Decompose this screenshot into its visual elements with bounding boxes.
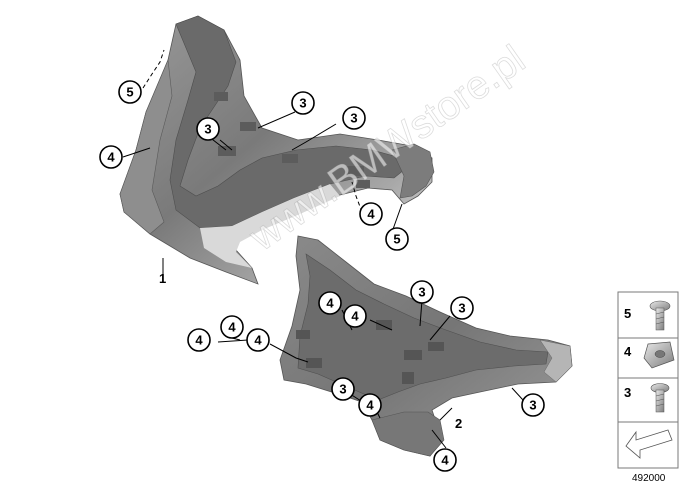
direction-arrow-icon: [625, 429, 673, 459]
callout-number: 4: [107, 150, 115, 165]
callout-3: 3: [342, 106, 366, 130]
callout-circle: [291, 91, 315, 115]
callout-circle: [450, 296, 474, 320]
callout-4: 4: [433, 448, 457, 472]
callout-4: 4: [358, 393, 382, 417]
legend-number: 5: [624, 306, 631, 321]
legend-frame: [617, 291, 679, 469]
callout-3: 3: [331, 377, 355, 401]
lower-trim-lip: [371, 411, 445, 457]
callout-number: 4: [195, 333, 203, 348]
callout-3: 3: [521, 393, 545, 417]
lower-trim-panel: [279, 235, 573, 457]
callout-circle: [385, 227, 409, 251]
callout-number: 4: [351, 309, 359, 324]
lower-trim-recess: [297, 253, 549, 401]
callout-number: 5: [393, 232, 400, 247]
screw-icon: [649, 300, 671, 331]
legend-number: 4: [624, 344, 632, 359]
upper-trim-right-ear: [391, 143, 435, 199]
callout-4: 4: [343, 304, 367, 328]
part-label-1: 1: [159, 271, 166, 286]
callout-3: 3: [196, 117, 220, 141]
callout-circle: [187, 328, 211, 352]
callout-3: 3: [291, 91, 315, 115]
callout-3: 3: [410, 280, 434, 304]
callout-circle: [343, 304, 367, 328]
callout-circle: [521, 393, 545, 417]
screw-icon: [650, 383, 670, 413]
callout-circle: [410, 280, 434, 304]
mount-tab: [404, 350, 422, 360]
callout-5: 5: [118, 80, 142, 104]
callout-circle: [342, 106, 366, 130]
callout-number: 5: [126, 85, 133, 100]
mount-tab: [218, 146, 236, 156]
mount-tab: [376, 320, 392, 330]
callout-number: 3: [299, 96, 306, 111]
callout-number: 3: [204, 122, 211, 137]
mount-tab: [356, 180, 370, 188]
lower-trim-arm-tip: [539, 339, 573, 383]
upper-trim-panel: [119, 15, 435, 285]
mount-tab: [214, 92, 228, 101]
callout-number: 4: [228, 320, 236, 335]
callout-number: 4: [326, 296, 334, 311]
mount-tab: [428, 342, 444, 351]
callout-number: 3: [350, 111, 357, 126]
callout-5: 5: [385, 227, 409, 251]
callout-number: 4: [367, 207, 375, 222]
callout-circle: [358, 393, 382, 417]
callout-3: 3: [450, 296, 474, 320]
upper-trim-inner-v: [169, 15, 405, 229]
mount-tab: [306, 358, 322, 368]
callout-number: 4: [254, 333, 262, 348]
mount-tab: [240, 122, 256, 131]
callout-circle: [359, 202, 383, 226]
fastener-legend: 5 4 3: [617, 291, 679, 469]
callouts: 5 4 3 3 3 4 5 4 3 4 4 3 4 4 3 4 3 4: [99, 80, 545, 472]
mount-tab: [282, 154, 298, 163]
callout-number: 3: [458, 301, 465, 316]
legend-number: 3: [624, 385, 631, 400]
mount-tab: [296, 330, 310, 339]
callout-4: 4: [246, 328, 270, 352]
callout-number: 4: [441, 453, 449, 468]
upper-trim-flank: [119, 58, 173, 235]
callout-circle: [99, 145, 123, 169]
callout-number: 3: [529, 398, 536, 413]
callout-4: 4: [318, 291, 342, 315]
mount-tab: [346, 166, 364, 176]
callout-circle: [331, 377, 355, 401]
callout-number: 3: [418, 285, 425, 300]
callout-circle: [318, 291, 342, 315]
callout-circle: [433, 448, 457, 472]
diagram-id: 492000: [632, 473, 666, 484]
callout-4: 4: [220, 315, 244, 339]
callout-4: 4: [187, 328, 211, 352]
part-label-2: 2: [455, 416, 462, 431]
callout-4: 4: [99, 145, 123, 169]
callout-number: 3: [339, 382, 346, 397]
clip-nut-icon: [643, 341, 675, 369]
callout-circle: [196, 117, 220, 141]
callout-circle: [246, 328, 270, 352]
callout-4: 4: [359, 202, 383, 226]
upper-trim-highlight: [200, 184, 340, 268]
callout-circle: [118, 80, 142, 104]
callout-number: 4: [366, 398, 374, 413]
callout-circle: [220, 315, 244, 339]
mount-tab: [402, 372, 414, 384]
